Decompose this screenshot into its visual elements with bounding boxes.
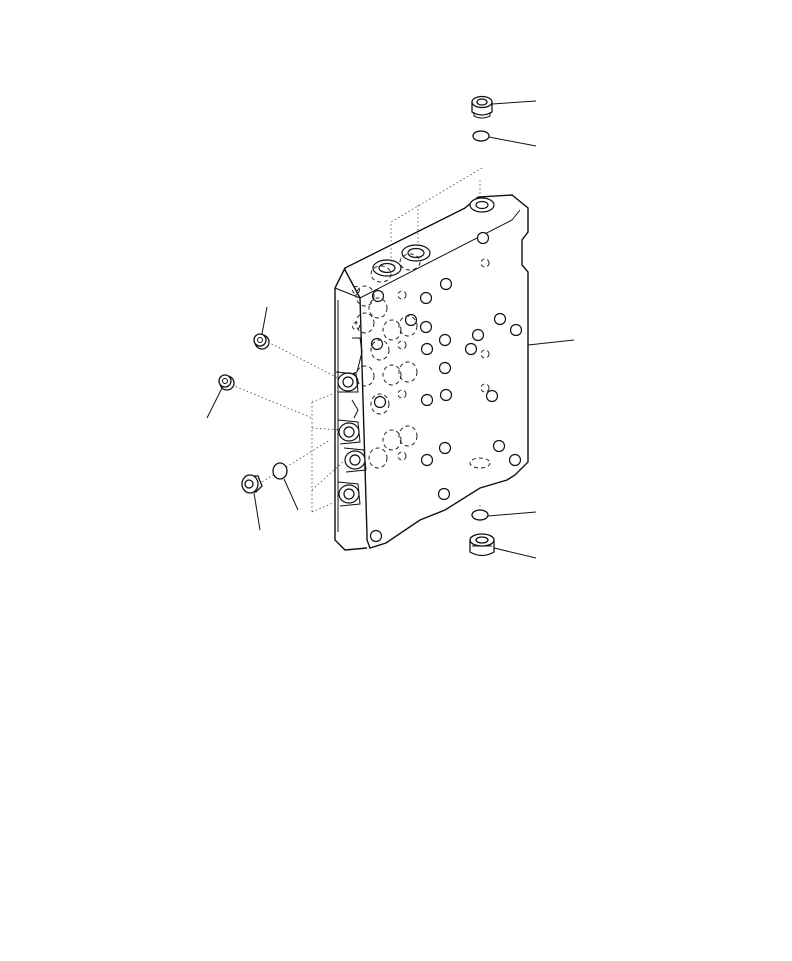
- plug-left-lower: [241, 474, 263, 494]
- plug-bottom-right: [469, 533, 495, 557]
- o-ring-left-lower: [272, 462, 288, 480]
- o-ring-bottom-right: [471, 509, 489, 521]
- left-ports: [335, 337, 367, 507]
- leader-lines: [206, 100, 575, 559]
- plug-left-middle: [218, 374, 235, 391]
- valve-body-block: [334, 194, 529, 551]
- plug-top: [471, 95, 493, 119]
- assembly-lines: [231, 167, 483, 513]
- hidden-holes: [352, 253, 491, 469]
- o-ring-top: [472, 130, 490, 142]
- plug-left-upper: [253, 333, 270, 350]
- body-holes: [369, 231, 523, 543]
